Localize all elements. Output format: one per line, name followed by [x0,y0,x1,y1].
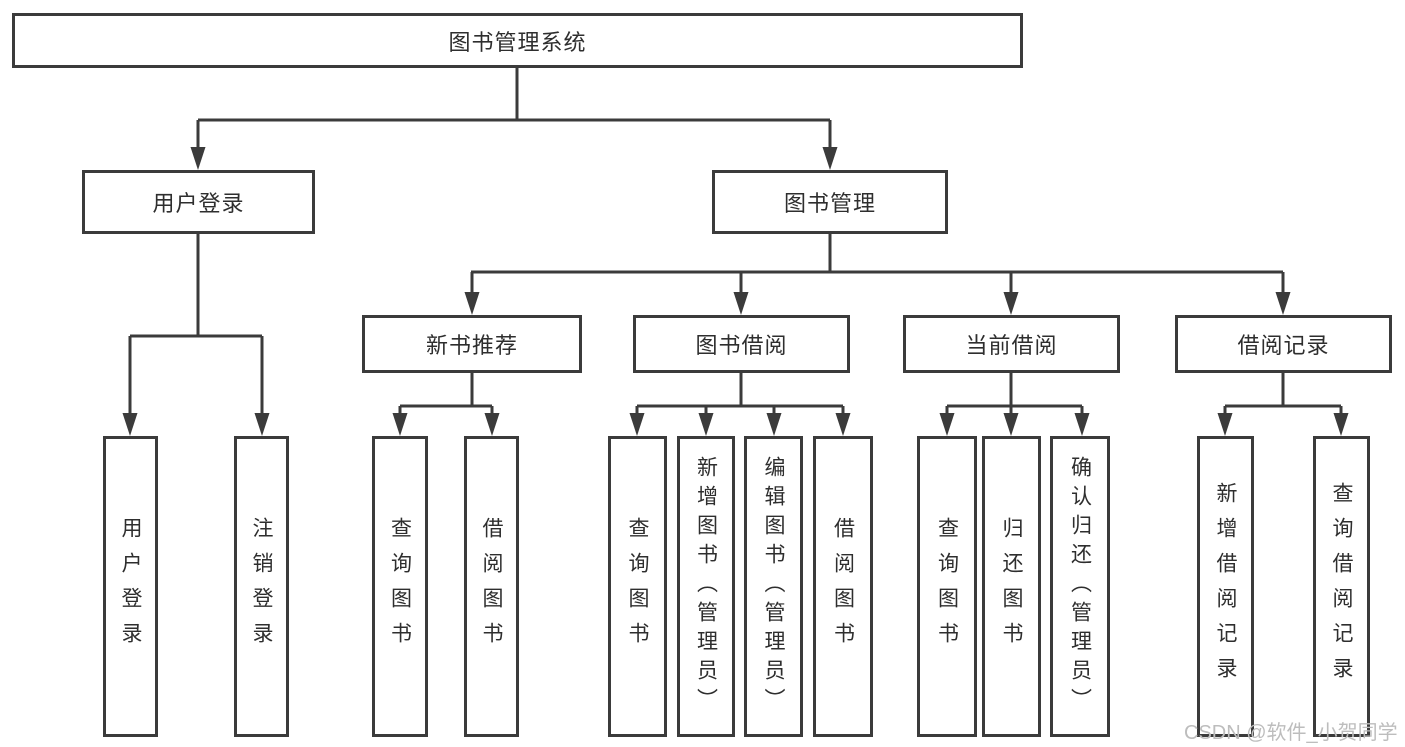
node-label: 当前借阅 [965,333,1058,358]
node-label: 新增图书（管理员） [694,456,718,717]
node-user-login: 用户登录 [82,170,315,234]
node-label: 查询借阅记录 [1330,481,1353,692]
node-return-books: 归还图书 [982,436,1041,737]
node-label: 查询图书 [626,516,649,657]
node-borrow-query-books: 查询图书 [608,436,667,737]
node-newbook-borrow-books: 借阅图书 [464,436,519,737]
node-current-query-books: 查询图书 [917,436,977,737]
node-label: 图书借阅 [695,333,788,358]
node-new-book-recommend: 新书推荐 [362,315,582,373]
node-edit-books-admin: 编辑图书（管理员） [744,436,803,737]
node-label: 查询图书 [388,516,412,657]
node-current-borrow: 当前借阅 [903,315,1120,373]
node-book-management: 图书管理 [712,170,948,234]
node-label: 确认归还（管理员） [1068,456,1092,717]
node-label: 归还图书 [1000,516,1023,657]
node-label: 借阅记录 [1237,333,1330,358]
node-label: 借阅图书 [831,516,855,657]
node-query-borrow-record: 查询借阅记录 [1313,436,1370,737]
node-add-borrow-record: 新增借阅记录 [1197,436,1254,737]
watermark: CSDN @软件_小贺同学 [1184,722,1398,744]
node-book-borrow: 图书借阅 [633,315,850,373]
node-add-books-admin: 新增图书（管理员） [677,436,735,737]
node-user-login-leaf: 用户登录 [103,436,158,737]
node-label: 用户登录 [119,516,142,657]
node-logout: 注销登录 [234,436,289,737]
node-borrow-borrow-books: 借阅图书 [813,436,873,737]
node-label: 查询图书 [935,516,959,657]
node-label: 借阅图书 [480,516,503,657]
node-label: 新书推荐 [425,333,518,358]
node-label: 图书管理系统 [448,29,587,55]
node-newbook-query-books: 查询图书 [372,436,428,737]
node-label: 用户登录 [152,191,245,216]
node-borrow-records: 借阅记录 [1175,315,1392,373]
node-confirm-return-admin: 确认归还（管理员） [1050,436,1110,737]
node-label: 注销登录 [250,516,273,657]
node-label: 编辑图书（管理员） [762,456,785,717]
node-label: 图书管理 [783,191,876,216]
node-library-management-system: 图书管理系统 [12,13,1023,68]
node-label: 新增借阅记录 [1214,481,1237,692]
